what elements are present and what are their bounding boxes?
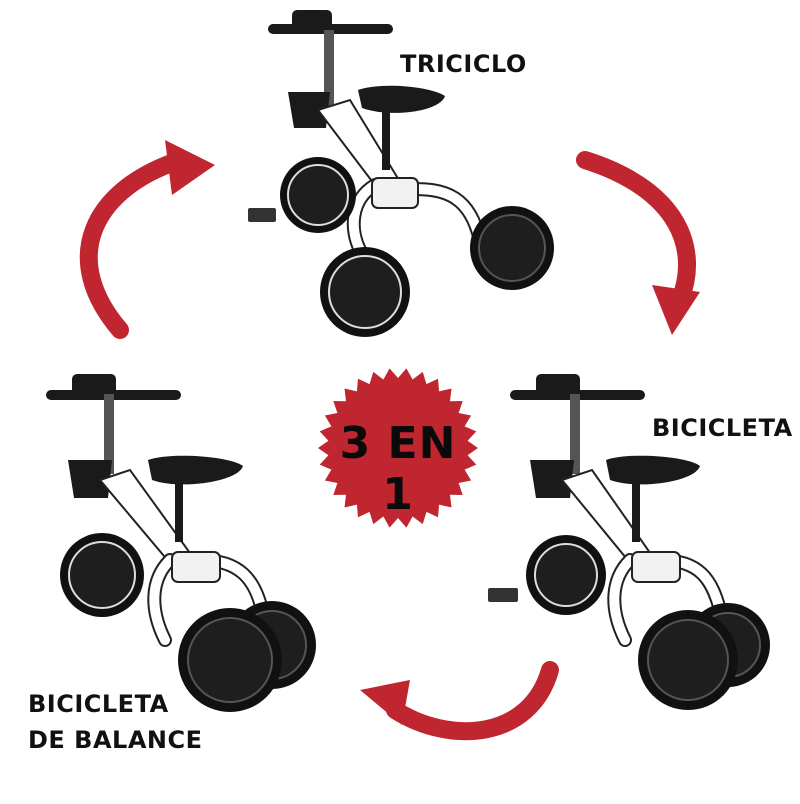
balance-bike-image [46, 374, 316, 712]
cycle-arrow-bottom [360, 661, 559, 741]
badge-starburst [318, 368, 478, 528]
cycle-arrow-right [576, 151, 700, 335]
bicycle-image [488, 374, 770, 710]
label-balance-line2: DE BALANCE [28, 726, 203, 754]
tricycle-image [248, 10, 554, 337]
label-triciclo: TRICICLO [400, 50, 527, 78]
cycle-arrow-left [79, 140, 215, 339]
label-balance-line1: BICICLETA [28, 690, 169, 718]
badge-star-shape [318, 368, 478, 528]
label-bicicleta-de-balance: BICICLETA DE BALANCE [28, 686, 203, 758]
badge-text: 3 EN 1 [339, 418, 457, 520]
label-bicicleta: BICICLETA [652, 414, 793, 442]
